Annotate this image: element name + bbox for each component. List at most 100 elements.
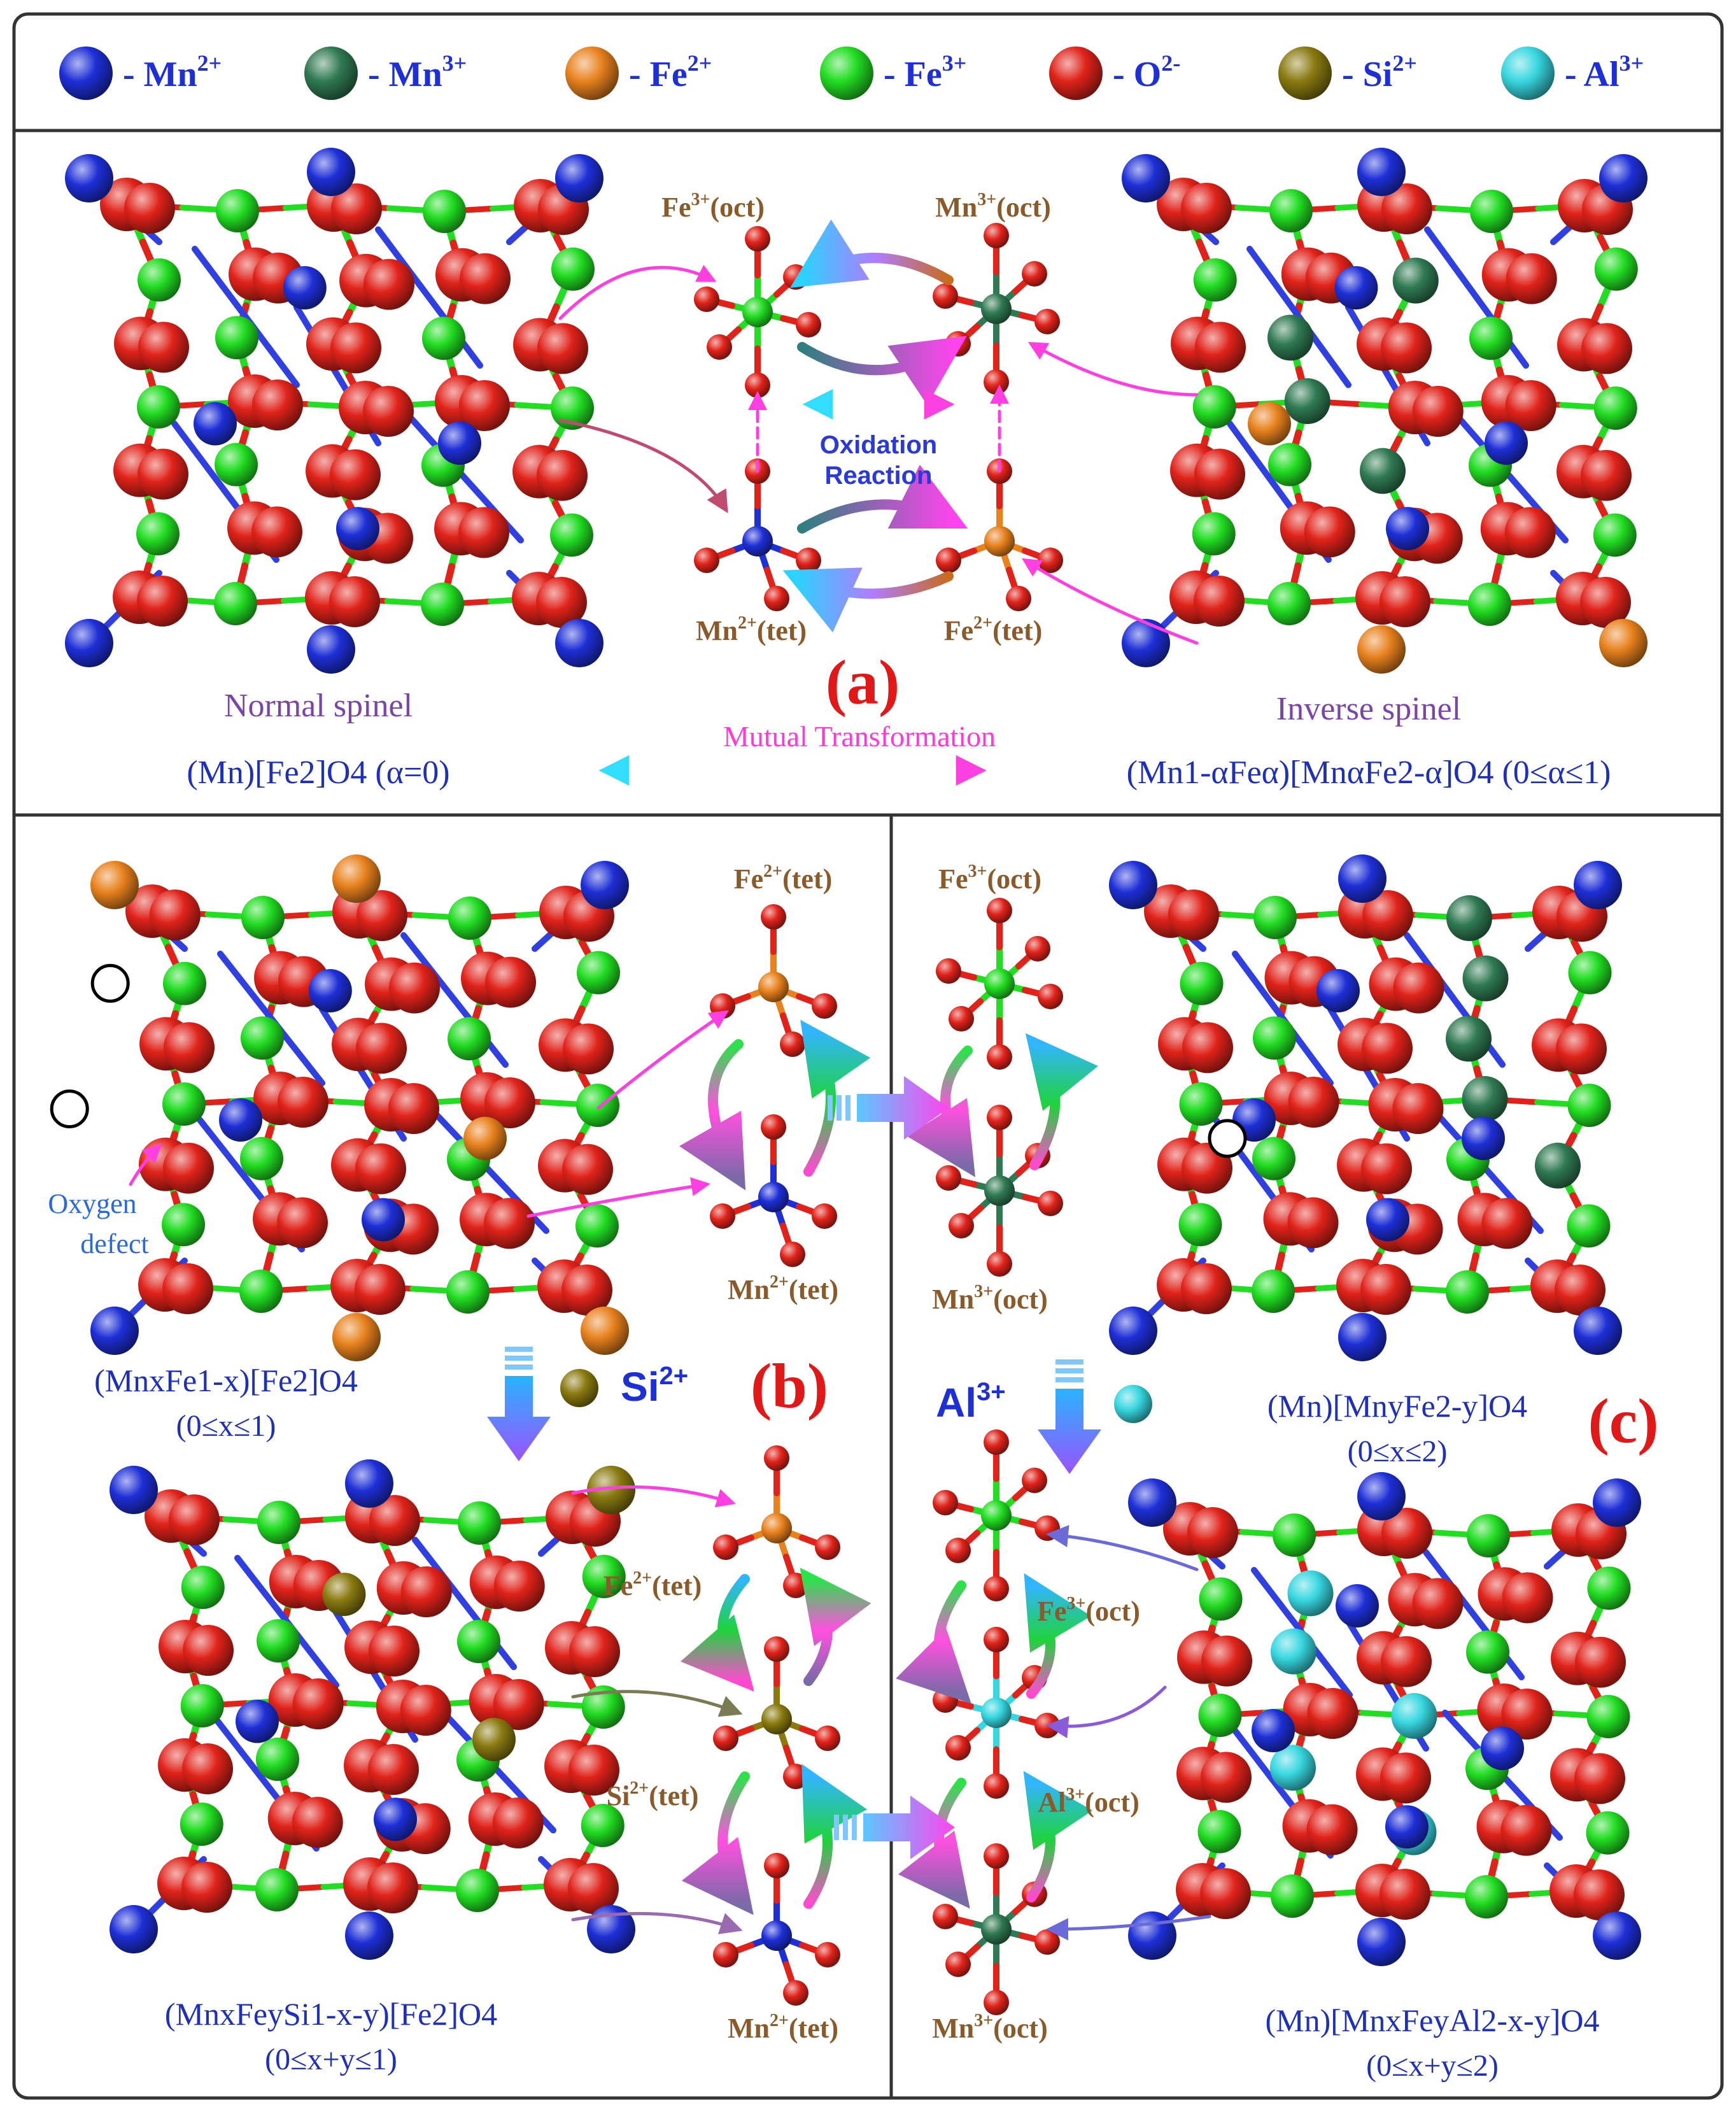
oxygen-ball xyxy=(183,1625,234,1676)
corner-ball xyxy=(345,1459,393,1508)
si2-tet-polyhedron xyxy=(713,1636,840,1789)
oxygen-ball xyxy=(150,889,201,940)
legend-al-3-ball xyxy=(1501,46,1555,100)
octahedral-ball xyxy=(1192,512,1236,556)
oxygen-ball xyxy=(492,1797,544,1848)
oxygen-ball xyxy=(1038,548,1063,573)
mn2-tet-polyhedron-a xyxy=(694,458,821,611)
oxygen-ball xyxy=(1381,1508,1432,1559)
oxygen-ball xyxy=(1201,1635,1252,1687)
arc-fe3-mn3-top xyxy=(790,219,954,288)
arc-c-low-right xyxy=(1023,1771,1093,1903)
center-ball xyxy=(981,1500,1012,1531)
octahedral-ball xyxy=(456,1869,499,1912)
label-mn3-oct-a: Mn3+(oct) xyxy=(935,190,1050,223)
legend-mn-3-ball xyxy=(304,46,358,100)
oxygen-ball xyxy=(1182,1022,1233,1074)
oxygen-ball xyxy=(812,1203,837,1229)
fe2-tet-polyhedron-b-top xyxy=(710,904,837,1057)
arc-mn2-fe2-top xyxy=(797,464,968,534)
corner-ball xyxy=(1122,154,1170,202)
octahedral-ball xyxy=(1180,961,1224,1005)
oxygen-ball xyxy=(1038,1191,1063,1216)
center-ball xyxy=(984,968,1015,999)
oxygen-ball xyxy=(181,1862,232,1913)
oxygen-ball xyxy=(1574,1753,1625,1804)
corner-ball xyxy=(90,1307,139,1355)
oxygen-ball xyxy=(815,1942,840,1967)
fe3-oct-polyhedron-c-top xyxy=(936,898,1063,1070)
cation-ball xyxy=(1462,955,1509,1002)
octahedral-ball xyxy=(1269,189,1313,232)
octahedral-ball xyxy=(551,247,595,291)
oxygen-ball xyxy=(1306,1804,1358,1855)
octahedral-ball xyxy=(162,1082,206,1126)
octahedral-ball xyxy=(181,1566,225,1609)
cation-ball xyxy=(1392,257,1439,304)
oxygen-ball xyxy=(1574,1869,1625,1920)
label-mn3-oct-c-bottom: Mn3+(oct) xyxy=(932,2011,1047,2044)
oxygen-ball xyxy=(1575,1636,1626,1688)
center-ball xyxy=(742,526,773,556)
corner-ball xyxy=(65,619,113,667)
cation-ball xyxy=(1360,448,1406,494)
oxygen-ball xyxy=(713,1942,738,1967)
oxygen-ball xyxy=(356,890,407,941)
tetrahedral-ball xyxy=(1385,1805,1429,1849)
arrow-c-to-mn3oct xyxy=(1046,1915,1211,1941)
oxygen-ball xyxy=(936,958,961,984)
cation-ball xyxy=(1391,1693,1437,1739)
oxygen-ball xyxy=(493,1561,545,1612)
arc-b-low-right xyxy=(801,1764,868,1909)
arc-mn2-fe2-bottom xyxy=(782,567,954,633)
oxygen-ball xyxy=(949,1006,974,1031)
oxygen-ball xyxy=(368,1744,419,1795)
oxygen-ball xyxy=(1502,1572,1553,1624)
arc-b-mid-right xyxy=(800,1568,872,1686)
legend-label: - Al3+ xyxy=(1565,50,1644,94)
oxygen-ball xyxy=(163,1142,214,1194)
oxygen-ball xyxy=(987,1251,1012,1277)
oxygen-ball xyxy=(1380,1869,1430,1920)
oxygen-defect-vacancy xyxy=(90,963,130,1003)
legend-o-anion-ball xyxy=(1049,46,1103,100)
oxygen-ball xyxy=(1380,576,1430,627)
fe2-tet-polyhedron-a xyxy=(936,458,1063,611)
corner-ball xyxy=(307,148,355,196)
octahedral-ball xyxy=(163,961,206,1005)
octahedral-ball xyxy=(581,1685,625,1729)
oxygen-ball xyxy=(1412,386,1464,437)
panel-b-bottom-structure xyxy=(109,1459,635,1960)
arrow-b-to-si2tet xyxy=(571,1690,743,1717)
oxygen-ball xyxy=(783,1980,808,2006)
corner-ball xyxy=(1357,148,1406,196)
octahedral-ball xyxy=(137,385,180,429)
block-arrow-b-to-c-bottom xyxy=(834,1796,955,1859)
octahedral-ball xyxy=(1199,1577,1243,1621)
oxidation-label-line1: Oxidation xyxy=(820,431,937,459)
oxygen-ball xyxy=(764,1445,789,1471)
octahedral-ball xyxy=(1587,1566,1631,1610)
octahedral-ball xyxy=(215,443,258,486)
arc-c-top-right xyxy=(1025,1033,1098,1170)
oxygen-ball xyxy=(458,507,509,558)
fe3-oct-polyhedron-c-bottom xyxy=(933,1429,1060,1601)
oxygen-ball xyxy=(1381,183,1432,234)
oxygen-ball xyxy=(330,449,381,500)
center-ball xyxy=(981,1914,1012,1945)
octahedral-ball xyxy=(1273,1513,1316,1557)
octahedral-ball xyxy=(448,1017,491,1061)
tetrahedral-ball xyxy=(194,402,237,446)
panel-b-range2: (0≤x+y≤1) xyxy=(265,2043,397,2076)
oxygen-ball xyxy=(562,1144,613,1195)
octahedral-ball xyxy=(1192,385,1236,429)
center-ball xyxy=(984,1175,1015,1206)
mn2-tet-polyhedron-b-bottom xyxy=(713,1853,840,2006)
oxygen-ball xyxy=(764,1853,789,1878)
octahedral-ball xyxy=(136,512,180,556)
oxygen-ball xyxy=(1393,962,1444,1014)
tetrahedral-ball xyxy=(236,1699,279,1743)
fe2-tet-polyhedron-b-bottom xyxy=(713,1445,840,1598)
corner-ball xyxy=(109,1466,158,1514)
oxygen-ball xyxy=(1181,183,1232,234)
